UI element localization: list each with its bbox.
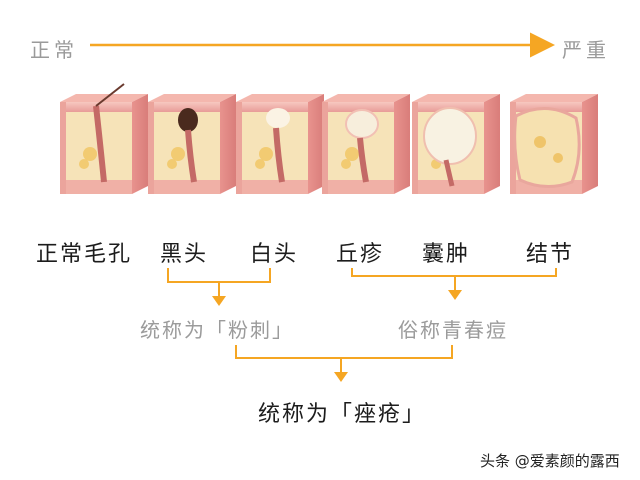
final-label-acne: 统称为「痤疮」 (258, 402, 427, 427)
left-bracket (167, 268, 271, 283)
watermark: 头条 @爱素颜的露西 (480, 452, 620, 470)
skin-block-blackhead (148, 94, 236, 194)
stage-label-papule: 丘疹 (336, 242, 385, 267)
stage-label-whitehead: 白头 (250, 242, 299, 267)
right-bracket (351, 268, 557, 277)
skin-block-nodule (510, 94, 598, 194)
stage-label-cyst: 囊肿 (422, 242, 471, 267)
grouping-brackets (167, 268, 557, 372)
stage-label-blackhead: 黑头 (160, 242, 209, 267)
group-label-pimples: 俗称青春痘 (398, 318, 508, 342)
right-bracket-arrowhead (448, 290, 462, 300)
severity-end-label: 严重 (562, 38, 610, 62)
bottom-bracket (235, 345, 453, 359)
stage-label-nodule: 结节 (526, 242, 575, 267)
bottom-bracket-arrowhead (334, 372, 348, 382)
left-bracket-arrowhead (212, 296, 226, 306)
skin-block-papule (322, 94, 410, 194)
severity-start-label: 正常 (30, 38, 78, 62)
group-label-comedones: 统称为「粉刺」 (140, 318, 294, 342)
skin-block-whitehead (236, 94, 324, 194)
skin-block-cyst (412, 94, 500, 194)
skin-block-normal-pore (60, 83, 148, 194)
stage-label-normal-pore: 正常毛孔 (36, 242, 133, 267)
